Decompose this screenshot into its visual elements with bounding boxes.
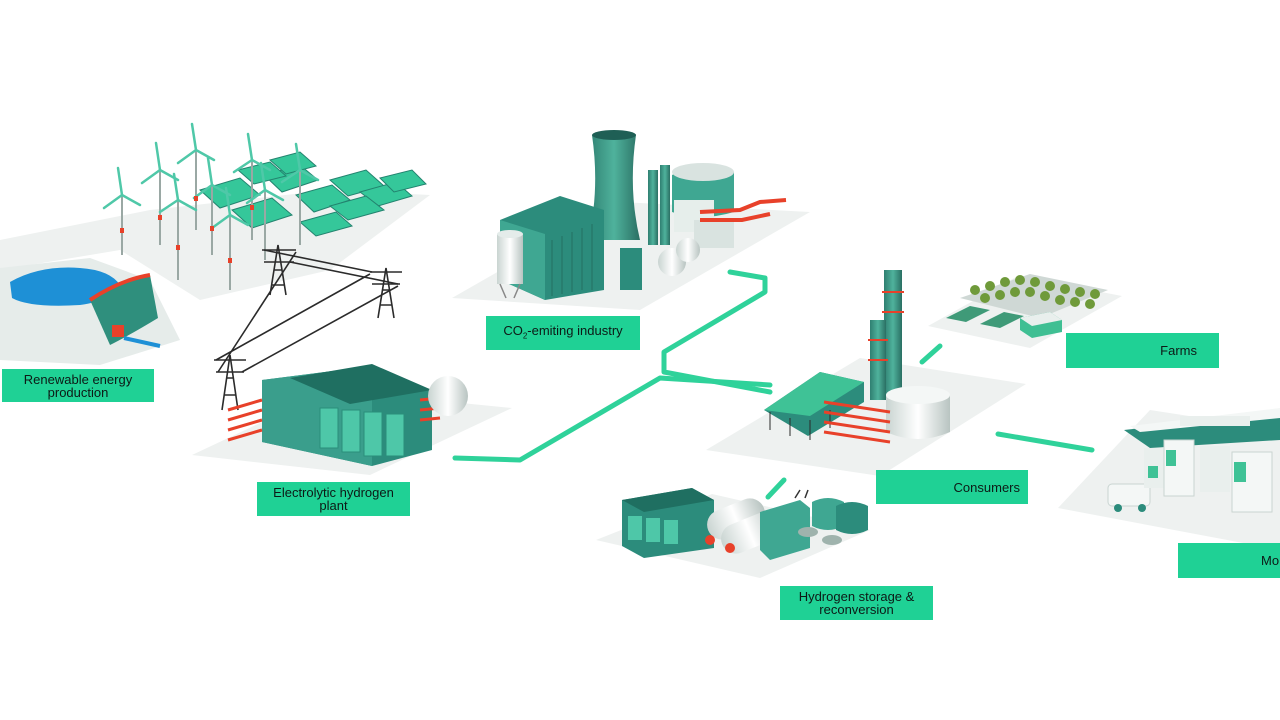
label-renewable-line2: production bbox=[47, 384, 109, 400]
farms-illustration bbox=[928, 274, 1122, 348]
label-hydrogen-storage-reconversion: Hydrogen storage & reconversion bbox=[780, 586, 933, 620]
label-mobility-text: Mo bbox=[1261, 553, 1280, 568]
consumers-illustration bbox=[706, 270, 1026, 476]
renewable-energy-illustration bbox=[0, 122, 430, 365]
label-renewable-energy-production: Renewable energy production bbox=[2, 369, 154, 402]
label-farms: Farms bbox=[1066, 333, 1219, 368]
label-electrolytic-line1: Electrolytic hydrogen bbox=[273, 485, 394, 500]
label-co2-prefix: CO bbox=[503, 322, 523, 338]
label-storage-line2: reconversion bbox=[819, 602, 894, 617]
industry-illustration bbox=[452, 130, 810, 310]
label-farms-text: Farms bbox=[1160, 343, 1197, 358]
label-co2-subscript: 2 bbox=[522, 331, 528, 341]
label-co2-emitting-industry: CO2-emiting industry bbox=[486, 316, 640, 350]
power-line-towers bbox=[214, 244, 402, 411]
storage-illustration bbox=[596, 488, 870, 578]
pipeline-network bbox=[452, 269, 1095, 500]
label-consumers: Consumers bbox=[876, 470, 1028, 504]
label-consumers-text: Consumers bbox=[953, 479, 1020, 495]
label-co2-text: CO2-emiting industry bbox=[503, 324, 622, 343]
label-co2-suffix: -emiting industry bbox=[527, 322, 623, 338]
electrolytic-plant-illustration bbox=[192, 364, 512, 475]
label-mobility: Mo bbox=[1178, 543, 1280, 578]
mobility-illustration bbox=[1058, 408, 1280, 550]
label-electrolytic-line2: plant bbox=[319, 498, 348, 513]
label-storage-line1: Hydrogen storage & bbox=[798, 589, 915, 604]
label-electrolytic-hydrogen-plant: Electrolytic hydrogen plant bbox=[257, 482, 410, 516]
label-renewable-line1: Renewable energy bbox=[23, 371, 133, 387]
